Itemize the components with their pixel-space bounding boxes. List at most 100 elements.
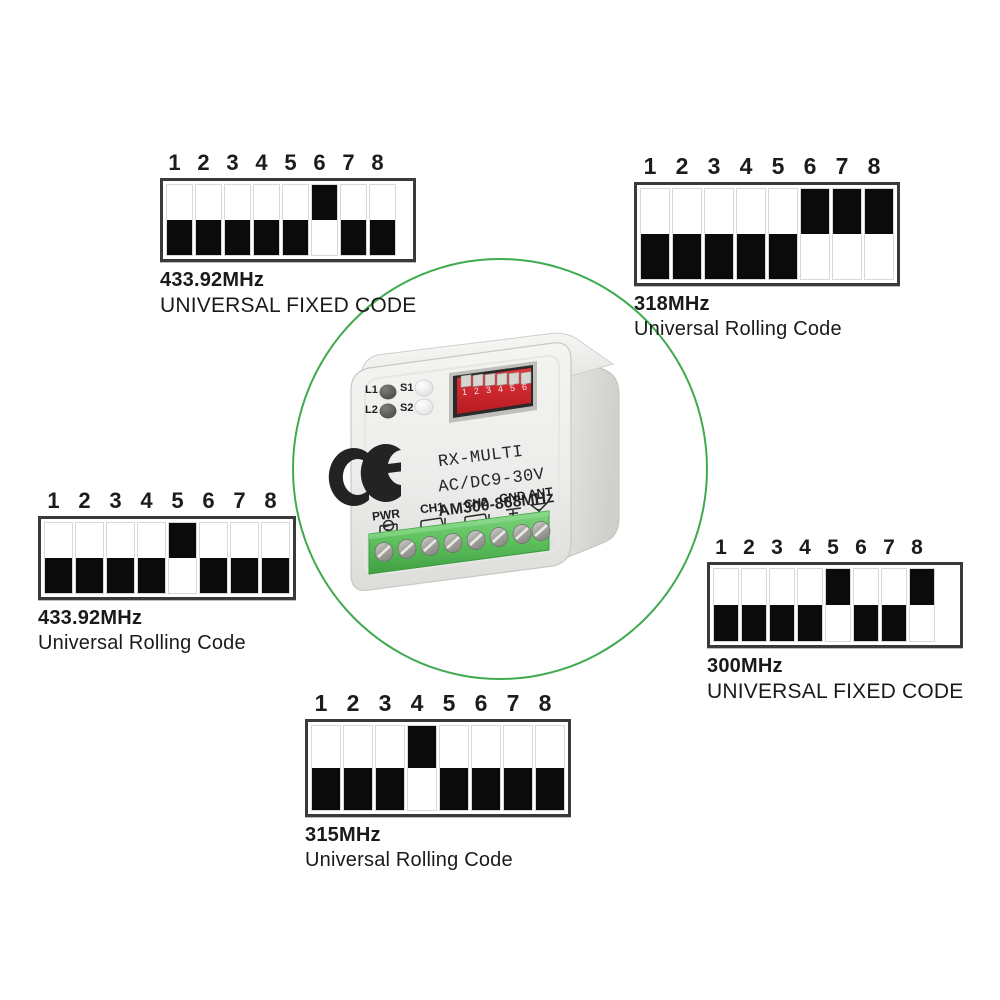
dip-number-label: 1 bbox=[168, 150, 181, 175]
dip-switch-lever[interactable] bbox=[704, 188, 734, 280]
dip-switch-lever[interactable] bbox=[166, 184, 193, 256]
onboard-dip-num-3: 3 bbox=[485, 384, 492, 396]
dip-switch-lever[interactable] bbox=[407, 725, 437, 811]
dip-switch-bank[interactable] bbox=[160, 178, 417, 262]
dip-number-label: 8 bbox=[264, 488, 277, 513]
dip-frequency-label: 318MHz bbox=[634, 293, 710, 315]
dip-switch-lever[interactable] bbox=[503, 725, 533, 811]
dip-lever-bottom bbox=[312, 768, 340, 810]
dip-lever-bottom bbox=[742, 605, 766, 641]
dip-switch-lever[interactable] bbox=[282, 184, 309, 256]
dip-switch-lever[interactable] bbox=[832, 188, 862, 280]
dip-switch-lever[interactable] bbox=[44, 522, 73, 594]
dip-switch-lever[interactable] bbox=[853, 568, 879, 642]
dip-lever-top bbox=[408, 726, 436, 768]
dip-lever-top bbox=[376, 726, 404, 768]
dip-lever-bottom bbox=[312, 220, 337, 255]
dip-switch-lever[interactable] bbox=[253, 184, 280, 256]
dip-switch-lever[interactable] bbox=[800, 188, 830, 280]
dip-lever-top bbox=[344, 726, 372, 768]
dip-switch-lever[interactable] bbox=[343, 725, 373, 811]
dip-lever-bottom bbox=[376, 768, 404, 810]
dip-number-label: 8 bbox=[371, 150, 384, 175]
dip-switch-lever[interactable] bbox=[640, 188, 670, 280]
dip-switch-lever[interactable] bbox=[672, 188, 702, 280]
dip-switch-lever[interactable] bbox=[137, 522, 166, 594]
dip-lever-top bbox=[45, 523, 72, 558]
dip-lever-top bbox=[262, 523, 289, 558]
dip-number-label: 2 bbox=[78, 488, 91, 513]
dip-number-label: 6 bbox=[803, 153, 817, 179]
onboard-dip-num-4: 4 bbox=[497, 383, 504, 395]
dip-switch-lever[interactable] bbox=[195, 184, 222, 256]
dip-switch-lever[interactable] bbox=[75, 522, 104, 594]
button-label-s2: S2 bbox=[400, 402, 414, 414]
onboard-dip-num-2: 2 bbox=[473, 385, 480, 397]
dip-lever-top bbox=[225, 185, 250, 220]
dip-number-label: 2 bbox=[675, 153, 689, 179]
dip-lever-bottom bbox=[254, 220, 279, 255]
dip-lever-bottom bbox=[673, 234, 701, 279]
dip-lever-bottom bbox=[440, 768, 468, 810]
dip-switch-lever[interactable] bbox=[881, 568, 907, 642]
dip-number-label: 3 bbox=[771, 536, 783, 559]
dip-number-label: 6 bbox=[202, 488, 215, 513]
receiver-illustration bbox=[328, 332, 620, 592]
dip-switch-lever[interactable] bbox=[864, 188, 894, 280]
dip-switch-lever[interactable] bbox=[311, 725, 341, 811]
dip-switch-lever[interactable] bbox=[825, 568, 851, 642]
dip-frequency-label: 433.92MHz bbox=[38, 607, 143, 629]
dip-switch-lever[interactable] bbox=[261, 522, 290, 594]
dip-switch-lever[interactable] bbox=[797, 568, 823, 642]
dip-switch-lever[interactable] bbox=[199, 522, 228, 594]
dip-switch-bank[interactable] bbox=[707, 562, 964, 648]
dip-switch-lever[interactable] bbox=[439, 725, 469, 811]
dip-switch-lever[interactable] bbox=[768, 188, 798, 280]
dip-switch-lever[interactable] bbox=[471, 725, 501, 811]
dip-lever-bottom bbox=[770, 605, 794, 641]
dip-number-label: 6 bbox=[313, 150, 326, 175]
dip-switch-lever[interactable] bbox=[168, 522, 197, 594]
dip-switch-lever[interactable] bbox=[713, 568, 739, 642]
dip-number-label: 6 bbox=[474, 690, 488, 716]
dip-switch-lever[interactable] bbox=[909, 568, 935, 642]
dip-lever-bottom bbox=[341, 220, 366, 255]
dip-number-label: 3 bbox=[378, 690, 392, 716]
dip-number-label: 3 bbox=[109, 488, 122, 513]
dip-switch-lever[interactable] bbox=[736, 188, 766, 280]
dip-switch-lever[interactable] bbox=[311, 184, 338, 256]
dip-switch-lever[interactable] bbox=[375, 725, 405, 811]
dip-number-label: 1 bbox=[314, 690, 328, 716]
dip-number-label: 5 bbox=[284, 150, 297, 175]
dip-switch-lever[interactable] bbox=[369, 184, 396, 256]
dip-switch-lever[interactable] bbox=[230, 522, 259, 594]
dip-lever-top bbox=[167, 185, 192, 220]
dip-lever-bottom bbox=[76, 558, 103, 593]
dip-switch-lever[interactable] bbox=[224, 184, 251, 256]
dip-switch-lever[interactable] bbox=[106, 522, 135, 594]
dip-frequency-label: 315MHz bbox=[305, 824, 381, 846]
dip-switch-lever[interactable] bbox=[535, 725, 565, 811]
onboard-dip-num-1: 1 bbox=[461, 386, 468, 398]
dip-switch-bank[interactable] bbox=[38, 516, 296, 600]
dip-switch-lever[interactable] bbox=[340, 184, 367, 256]
dip-number-label: 7 bbox=[342, 150, 355, 175]
dip-lever-bottom bbox=[705, 234, 733, 279]
dip-lever-bottom bbox=[231, 558, 258, 593]
dip-number-label: 5 bbox=[771, 153, 785, 179]
dip-lever-bottom bbox=[344, 768, 372, 810]
dip-number-label: 3 bbox=[226, 150, 239, 175]
dip-lever-top bbox=[770, 569, 794, 605]
dip-lever-bottom bbox=[45, 558, 72, 593]
dip-switch-bank[interactable] bbox=[305, 719, 571, 817]
dip-number-label: 4 bbox=[410, 690, 424, 716]
led-label-l2: L2 bbox=[365, 404, 378, 416]
dip-lever-top bbox=[107, 523, 134, 558]
dip-switch-lever[interactable] bbox=[741, 568, 767, 642]
dip-switch-lever[interactable] bbox=[769, 568, 795, 642]
dip-switch-bank[interactable] bbox=[634, 182, 900, 286]
